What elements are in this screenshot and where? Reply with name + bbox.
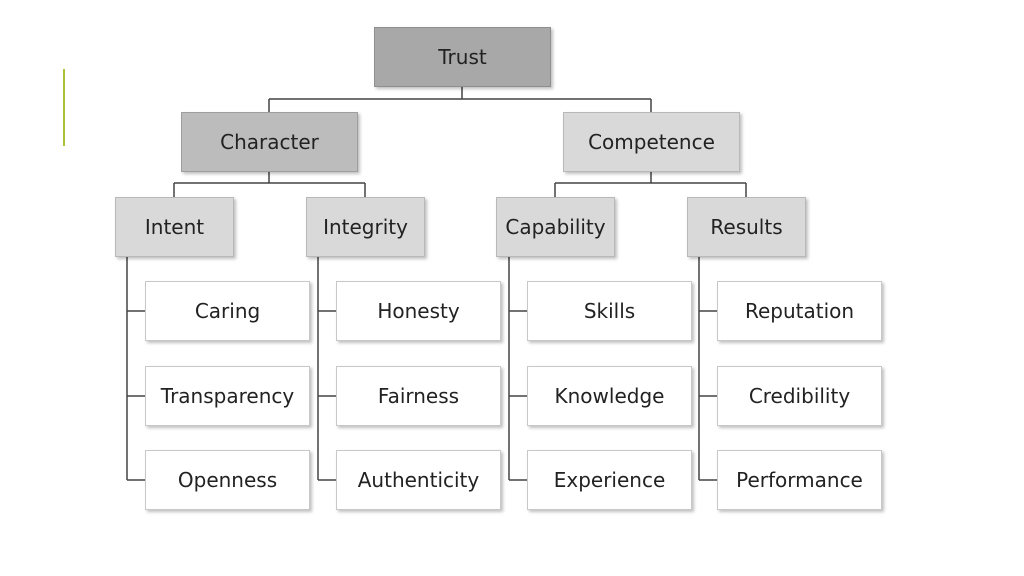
node-transparency-label: Transparency (160, 384, 295, 408)
node-credibility: Credibility (717, 366, 882, 426)
node-capability-label: Capability (505, 215, 606, 239)
node-capability: Capability (496, 197, 615, 257)
node-experience: Experience (527, 450, 692, 510)
node-integrity-label: Integrity (323, 215, 408, 239)
node-trust-label: Trust (438, 45, 487, 69)
node-honesty-label: Honesty (377, 299, 460, 323)
node-performance-label: Performance (736, 468, 863, 492)
node-reputation-label: Reputation (744, 299, 855, 323)
node-character: Character (181, 112, 358, 172)
node-skills-label: Skills (583, 299, 636, 323)
node-intent: Intent (115, 197, 234, 257)
node-reputation: Reputation (717, 281, 882, 341)
accent-line (63, 69, 65, 146)
node-results: Results (687, 197, 806, 257)
node-credibility-label: Credibility (748, 384, 851, 408)
node-transparency: Transparency (145, 366, 310, 426)
node-caring: Caring (145, 281, 310, 341)
node-experience-label: Experience (553, 468, 666, 492)
node-honesty: Honesty (336, 281, 501, 341)
node-skills: Skills (527, 281, 692, 341)
node-authenticity-label: Authenticity (357, 468, 480, 492)
node-results-label: Results (710, 215, 783, 239)
node-performance: Performance (717, 450, 882, 510)
node-knowledge-label: Knowledge (554, 384, 665, 408)
node-authenticity: Authenticity (336, 450, 501, 510)
node-openness-label: Openness (177, 468, 278, 492)
node-intent-label: Intent (144, 215, 205, 239)
node-competence-label: Competence (588, 130, 715, 154)
node-knowledge: Knowledge (527, 366, 692, 426)
node-fairness-label: Fairness (377, 384, 460, 408)
node-competence: Competence (563, 112, 740, 172)
node-caring-label: Caring (194, 299, 261, 323)
node-integrity: Integrity (306, 197, 425, 257)
node-fairness: Fairness (336, 366, 501, 426)
node-openness: Openness (145, 450, 310, 510)
node-trust: Trust (374, 27, 551, 87)
node-character-label: Character (220, 130, 319, 154)
